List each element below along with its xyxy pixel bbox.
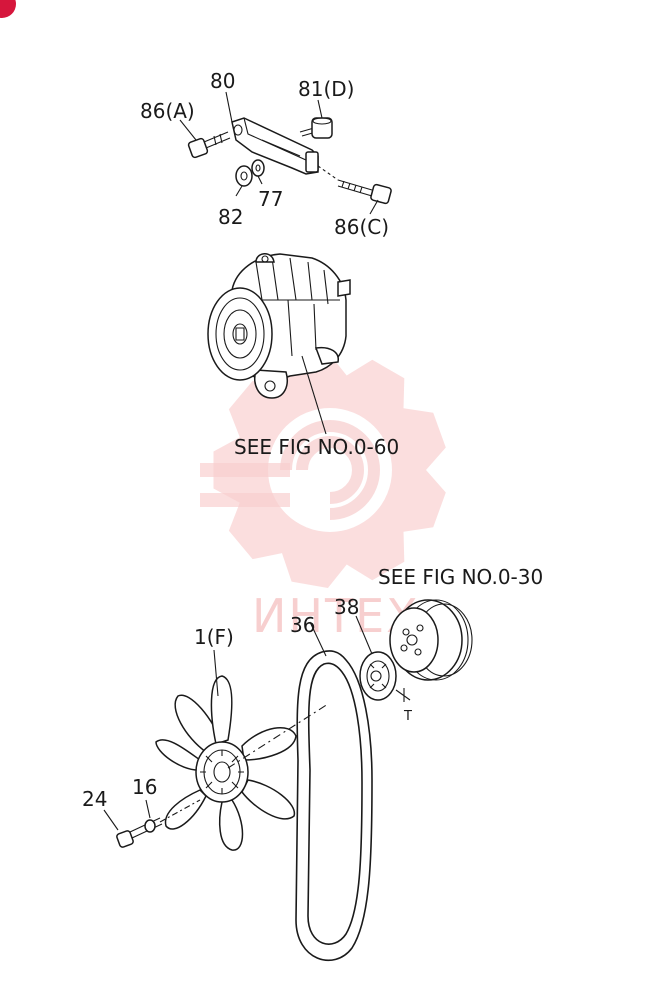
- label-86c: 86(C): [334, 215, 389, 239]
- hub-38: [355, 615, 411, 702]
- crank-pulley: [389, 599, 473, 681]
- label-1f: 1(F): [194, 625, 234, 649]
- label-81d: 81(D): [298, 77, 354, 101]
- label-38: 38: [334, 595, 359, 619]
- label-80: 80: [210, 69, 235, 93]
- washer-77: [251, 159, 265, 177]
- label-see-fig-0-60: SEE FIG NO.0-60: [234, 435, 399, 459]
- corner-badge: [0, 0, 16, 18]
- watermark-arc-0: [280, 420, 380, 520]
- watermark-arc-1: [296, 436, 364, 504]
- label-77: 77: [258, 187, 283, 211]
- watermark-gear-hole: [268, 408, 392, 532]
- label-82: 82: [218, 205, 243, 229]
- label-see-fig-0-30: SEE FIG NO.0-30: [378, 565, 543, 589]
- washer-16: [144, 799, 201, 833]
- alternator: [207, 253, 351, 435]
- label-36: 36: [290, 613, 315, 637]
- bracket-assembly: [179, 91, 392, 215]
- nut-82: [235, 165, 253, 187]
- watermark-gear-icon: ИНТЕХ: [200, 352, 446, 643]
- label-24: 24: [82, 787, 107, 811]
- fan-1f: [155, 649, 329, 851]
- label-86a: 86(A): [140, 99, 195, 123]
- label-t: T: [403, 709, 412, 724]
- v-belt-36: [295, 621, 373, 962]
- bolt-81d: [299, 117, 333, 139]
- bolt-86c: [317, 165, 392, 205]
- label-16: 16: [132, 775, 157, 799]
- bolt-86a: [187, 131, 231, 159]
